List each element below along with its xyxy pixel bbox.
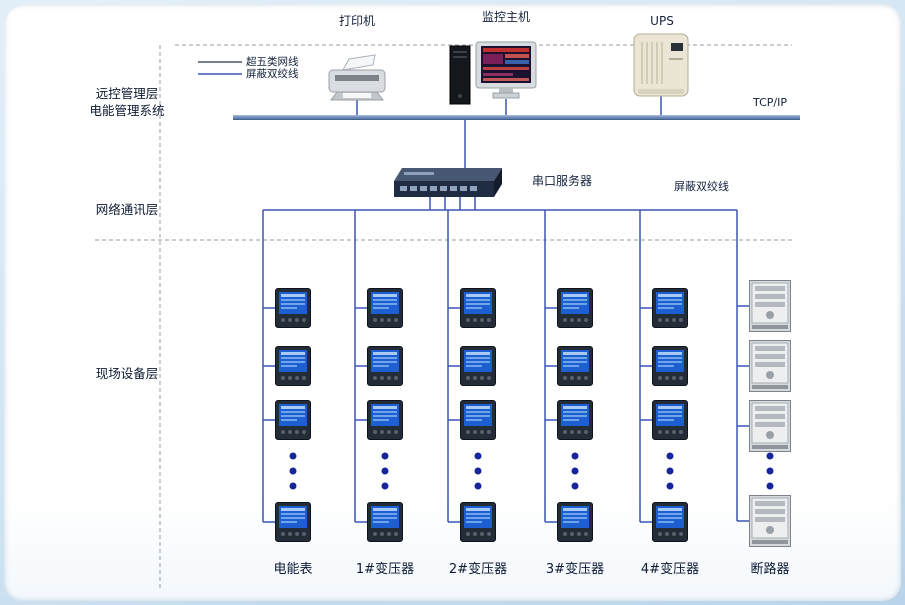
tcpip-bus xyxy=(233,115,800,120)
monitor-host-label: 监控主机 xyxy=(481,10,530,24)
ups-icon xyxy=(633,33,689,97)
meter-icon xyxy=(275,400,311,440)
meter-icon xyxy=(367,400,403,440)
continuation-dots xyxy=(289,452,774,490)
printer-label: 打印机 xyxy=(338,14,375,28)
layer-management-label-line2: 电能管理系统 xyxy=(89,103,165,118)
column-label-transformer1: 1#变压器 xyxy=(355,562,415,577)
meter-icon xyxy=(367,502,403,542)
meter-icon xyxy=(275,288,311,328)
meter-icon xyxy=(460,288,496,328)
meter-icon xyxy=(367,288,403,328)
meter-icon xyxy=(652,346,688,386)
breaker-icon xyxy=(749,400,791,452)
meter-icon xyxy=(460,346,496,386)
meter-icon xyxy=(557,502,593,542)
meter-icon xyxy=(460,400,496,440)
serial-server-label: 串口服务器 xyxy=(532,174,593,188)
meter-icon xyxy=(275,502,311,542)
connector-lines xyxy=(262,96,749,523)
legend-lines xyxy=(198,61,242,75)
meter-icon xyxy=(275,346,311,386)
column-label-transformer3: 3#变压器 xyxy=(545,562,605,577)
layer-network-label: 网络通讯层 xyxy=(95,202,159,217)
tcpip-bus-label: TCP/IP xyxy=(753,96,787,109)
breaker-icon xyxy=(749,495,791,547)
breaker-icon xyxy=(749,280,791,332)
meter-icon xyxy=(367,346,403,386)
breaker-icon xyxy=(749,340,791,392)
layer-management-label-line1: 远控管理层 xyxy=(95,86,159,101)
monitor-host-icon xyxy=(449,41,537,105)
breaker-icons xyxy=(749,280,791,547)
legend-shielded-label: 屏蔽双绞线 xyxy=(246,68,299,80)
column-label-meter: 电能表 xyxy=(273,562,313,577)
ups-label: UPS xyxy=(650,14,674,28)
serial-server-icon xyxy=(394,168,502,197)
meter-icon xyxy=(652,502,688,542)
column-label-transformer4: 4#变压器 xyxy=(640,562,700,577)
meter-icon xyxy=(460,502,496,542)
shielded-cable-label: 屏蔽双绞线 xyxy=(674,180,729,193)
meter-icons xyxy=(275,288,688,542)
meter-icon xyxy=(557,400,593,440)
legend-cat5e-label: 超五类网线 xyxy=(246,56,299,68)
meter-icon xyxy=(652,400,688,440)
layer-field-label: 现场设备层 xyxy=(95,366,159,381)
column-label-breaker: 断路器 xyxy=(750,562,790,577)
meter-icon xyxy=(557,346,593,386)
column-label-transformer2: 2#变压器 xyxy=(448,562,508,577)
meter-icon xyxy=(557,288,593,328)
meter-icon xyxy=(652,288,688,328)
printer-icon xyxy=(328,54,386,101)
